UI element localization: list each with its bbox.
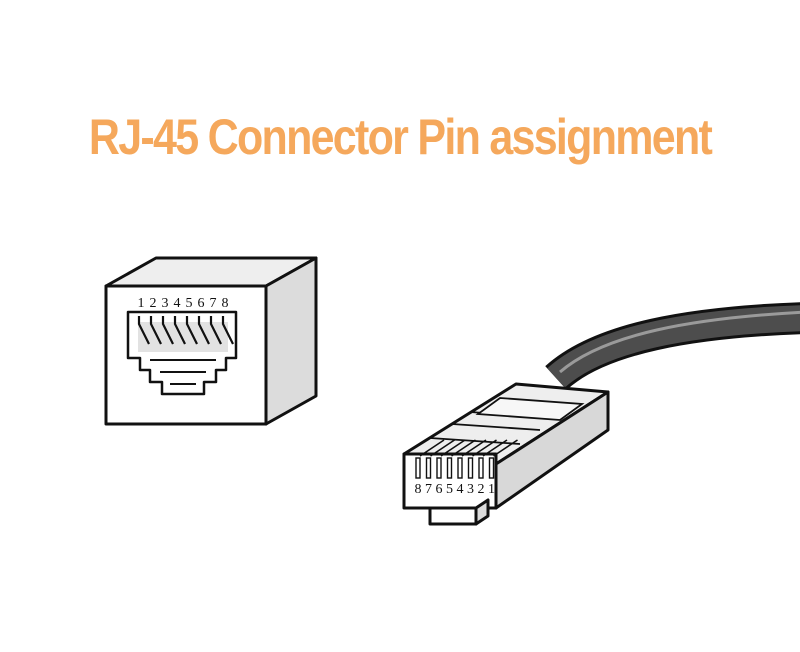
plug-latch-side <box>474 498 490 526</box>
plug-contact <box>419 439 445 457</box>
plug-contact <box>430 439 455 457</box>
plug-pin-label: 6 <box>436 482 443 497</box>
plug-contact-slot <box>446 457 453 479</box>
jack-contact <box>221 316 234 345</box>
plug-contacts <box>415 439 518 479</box>
plug-contact <box>482 439 508 457</box>
jack-contact <box>173 316 186 345</box>
plug-pin-label: 4 <box>457 482 464 497</box>
rj45-plug <box>402 302 800 526</box>
jack-contact <box>161 316 174 345</box>
jack-contact <box>197 316 210 345</box>
jack-contact <box>185 316 198 345</box>
plug-contact-slot <box>436 457 442 479</box>
jack-contact <box>209 316 222 345</box>
rj45-jack <box>104 256 318 426</box>
plug-pin-label: 2 <box>478 482 485 497</box>
plug-pin-label: 1 <box>488 482 495 497</box>
plug-top-detail <box>451 423 541 431</box>
cable-jacket <box>547 305 800 388</box>
jack-pin-label: 5 <box>186 296 193 311</box>
plug-pin-label: 7 <box>425 482 432 497</box>
plug-contact <box>451 439 476 457</box>
jack-pin-label: 8 <box>222 296 229 311</box>
plug-top-window <box>475 397 585 421</box>
jack-pin-label: 1 <box>138 296 145 311</box>
plug-contact <box>461 439 487 457</box>
plug-contact-slot <box>415 457 421 479</box>
page-title: RJ-45 Connector Pin assignment <box>88 109 713 165</box>
plug-contact-slot <box>478 457 484 479</box>
plug-latch <box>428 506 478 526</box>
plug-contact-slot <box>425 457 432 479</box>
plug-pin-label: 8 <box>415 482 422 497</box>
jack-pin-label: 4 <box>174 296 181 311</box>
jack-contacts <box>137 316 234 345</box>
plug-contact <box>472 439 497 457</box>
jack-contact <box>149 316 162 345</box>
jack-pin-label: 2 <box>150 296 157 311</box>
jack-side-face <box>264 256 318 426</box>
plug-contact-slot <box>457 457 463 479</box>
jack-pin-label: 3 <box>162 296 169 311</box>
jack-pin-label: 7 <box>210 296 217 311</box>
jack-contact <box>137 316 150 345</box>
plug-contact-slot <box>467 457 474 479</box>
jack-cavity-shade <box>138 322 228 352</box>
plug-contact <box>493 439 518 457</box>
cable-highlight <box>559 310 800 374</box>
plug-contact-slot <box>488 457 495 479</box>
plug-pin-label: 5 <box>446 482 453 497</box>
plug-pin-label: 3 <box>467 482 474 497</box>
jack-pin-label: 6 <box>198 296 205 311</box>
plug-contact <box>440 439 466 457</box>
